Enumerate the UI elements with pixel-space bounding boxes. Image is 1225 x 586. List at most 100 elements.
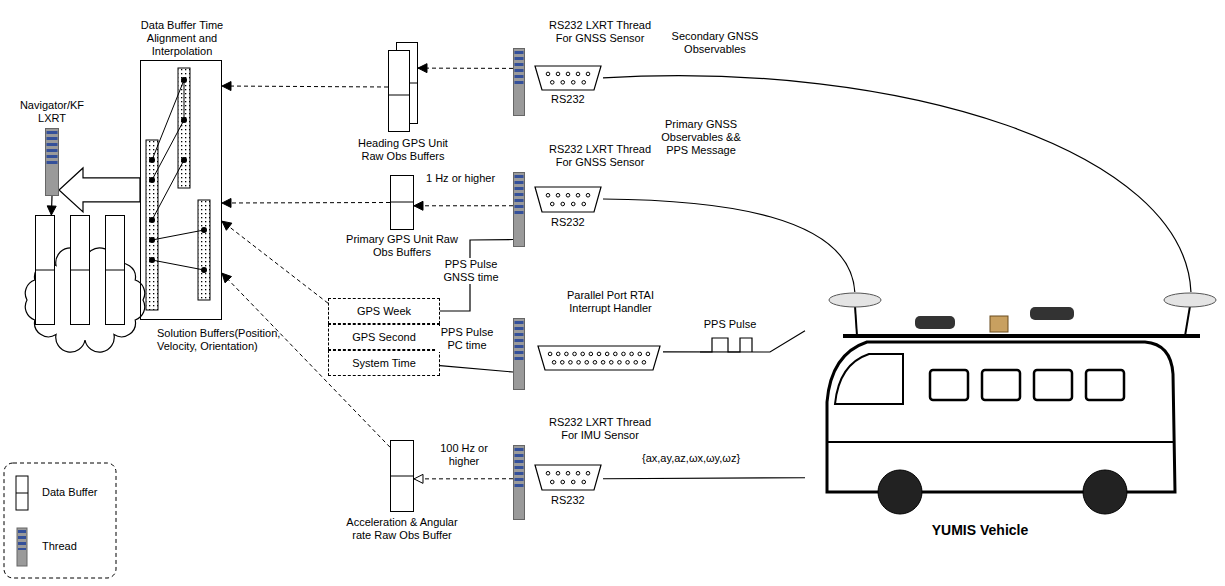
thread-stripe xyxy=(47,131,58,134)
alignment-box: Data Buffer Time Alignment and Interpola… xyxy=(140,60,222,320)
bus-windshield xyxy=(835,354,903,404)
connector-pin xyxy=(546,471,550,475)
legend-text: Data Buffer xyxy=(42,486,97,499)
vehicle: YUMIS Vehicle xyxy=(805,292,1220,550)
connector-shell xyxy=(538,346,660,370)
rs232-thread: RS232 LXRT Thread For GNSS SensorRS232 xyxy=(513,172,603,247)
connector-pin xyxy=(586,471,590,475)
port-label: RS232 xyxy=(551,93,595,106)
fat-arrow xyxy=(59,168,140,212)
arrow-head xyxy=(222,221,232,230)
interpolation-line xyxy=(152,80,184,160)
antenna-pole xyxy=(855,306,857,336)
buffer-divider xyxy=(35,270,55,271)
thread-stripe xyxy=(47,149,58,152)
connector-line xyxy=(603,199,855,292)
edge-label: PPS Pulse xyxy=(692,318,768,331)
legend-thread-stripe xyxy=(18,530,26,533)
alignment-box-graphic xyxy=(140,60,222,320)
legend-frame xyxy=(4,463,116,578)
raw-obs-buffer-graphic xyxy=(390,175,414,230)
connector-line xyxy=(603,76,1191,292)
thread-stripe xyxy=(515,327,524,330)
node-label: Heading GPS Unit Raw Obs Buffers xyxy=(346,137,460,163)
thread-stripe xyxy=(515,51,524,54)
buffer-body xyxy=(71,216,90,325)
connector xyxy=(603,199,855,292)
sample-dot xyxy=(181,117,187,123)
node-label: Data Buffer Time Alignment and Interpola… xyxy=(127,19,237,58)
bus-window xyxy=(1034,370,1072,400)
arrow-head xyxy=(222,198,231,207)
sample-dot xyxy=(149,257,155,263)
thread-stripe xyxy=(515,187,524,190)
interpolation-line xyxy=(152,160,184,220)
connector-pin xyxy=(634,361,638,365)
edge-label: Primary GNSS Observables && PPS Message xyxy=(655,118,747,157)
bus-wheel xyxy=(878,470,922,514)
connector-pin xyxy=(569,361,573,365)
buffer-divider xyxy=(105,270,125,271)
edge-label: PPS Pulse PC time xyxy=(436,326,498,352)
raw-obs-buffer: Acceleration & Angular rate Raw Obs Buff… xyxy=(390,440,414,512)
connector-pin xyxy=(601,361,605,365)
connector xyxy=(440,366,513,372)
node-label: Primary GPS Unit Raw Obs Buffers xyxy=(342,233,462,259)
thread-stripe xyxy=(515,193,524,196)
raw-obs-buffer-graphic xyxy=(388,42,418,132)
sample-dot xyxy=(149,157,155,163)
connector xyxy=(663,331,805,352)
node-label: Solution Buffers(Position, Velocity, Ori… xyxy=(157,327,307,353)
connector-pin xyxy=(586,193,590,197)
raw-obs-buffer: Primary GPS Unit Raw Obs Buffers xyxy=(390,175,414,230)
time-field: System Time xyxy=(328,350,440,376)
interpolation-line xyxy=(152,260,204,270)
interpolation-line xyxy=(152,230,204,240)
thread-stripe xyxy=(515,57,524,60)
bus-window xyxy=(1086,370,1124,400)
connector-pin xyxy=(609,361,613,365)
bus-trim xyxy=(827,441,1175,443)
connector-pin xyxy=(589,352,593,356)
time-field: GPS Second xyxy=(328,324,440,350)
connector-pin xyxy=(556,352,560,356)
node-label: GPS Week xyxy=(329,305,439,318)
connector-line xyxy=(440,366,513,372)
connector-pin xyxy=(546,193,550,197)
buffer-divider xyxy=(390,476,414,477)
sample-dot xyxy=(149,177,155,183)
thread-body xyxy=(46,129,59,196)
interpolation-line xyxy=(184,80,185,120)
thread-stripe xyxy=(515,466,524,469)
gnss-antenna xyxy=(829,293,881,307)
connector-pin xyxy=(630,352,634,356)
connector-shell xyxy=(535,187,601,212)
legend-text: Thread xyxy=(42,540,77,553)
node-label: Navigator/KF LXRT xyxy=(9,99,95,125)
connector-pin xyxy=(560,361,564,365)
connector-pin xyxy=(556,72,560,76)
edge-label: Secondary GNSS Observables xyxy=(665,30,765,56)
connector-pin xyxy=(546,72,550,76)
connector-pin xyxy=(576,72,580,76)
connector-pin xyxy=(577,361,581,365)
connector xyxy=(222,221,328,303)
connector-pin xyxy=(582,202,586,206)
arrow-head xyxy=(222,273,231,283)
buffer-divider xyxy=(70,270,90,271)
thread-stripe xyxy=(515,63,524,66)
connector-pin xyxy=(561,81,565,85)
node-label: RS232 LXRT Thread For GNSS Sensor xyxy=(541,19,659,45)
connector-pin xyxy=(552,361,556,365)
sample-dot xyxy=(201,267,207,273)
legend-buffer-icon xyxy=(16,476,28,510)
camera xyxy=(1030,307,1074,320)
raw-obs-buffer-graphic xyxy=(390,440,414,512)
thread-stripe xyxy=(515,205,524,208)
legend-thread-stripe xyxy=(18,536,26,539)
connector-line xyxy=(663,331,805,352)
connector-pin xyxy=(646,352,650,356)
sample-dot xyxy=(181,77,187,83)
thread-body xyxy=(514,319,525,390)
connector-pin xyxy=(550,480,554,484)
